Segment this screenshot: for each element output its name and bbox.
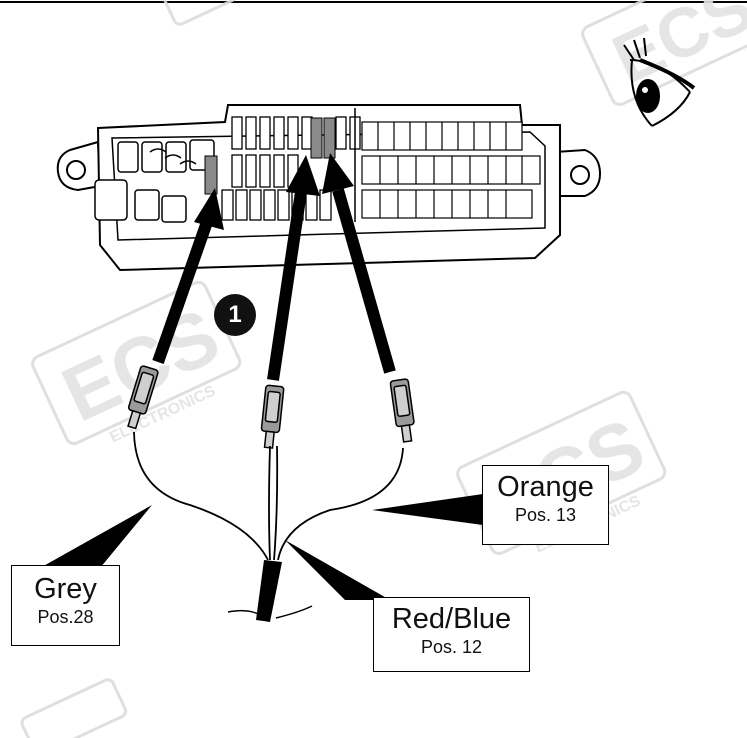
harness-sheath: [256, 560, 282, 622]
connector-orange: [389, 378, 415, 443]
step-number-badge: 1: [214, 294, 256, 336]
wire-position-label: Pos. 13: [514, 505, 577, 525]
callout-pointer-orange: [372, 494, 483, 525]
arrow-head: [286, 155, 320, 196]
arrow-head: [194, 188, 224, 230]
insertion-arrows: [152, 153, 396, 381]
wire-position-label: Pos. 12: [420, 637, 483, 657]
connector-red-blue: [260, 384, 285, 449]
wire-color-label: Red/Blue: [391, 603, 512, 635]
wire-harness: [133, 431, 404, 561]
eye-icon: [623, 37, 696, 127]
callout-pointer-grey: [40, 505, 152, 568]
connector-grey: [127, 365, 159, 430]
wire-color-label: Orange: [497, 471, 594, 503]
pin-highlight-grey: [204, 155, 218, 195]
watermark-text: ECS: [601, 0, 747, 99]
pin-highlight-red-blue: [310, 117, 323, 159]
wire-color-label: Grey: [34, 573, 97, 605]
arrow-head: [322, 153, 354, 194]
wire-position-label: Pos.28: [37, 607, 94, 627]
pin-highlight-orange: [323, 117, 336, 159]
label-orange: Orange Pos. 13: [482, 465, 609, 545]
label-grey: Grey Pos.28: [11, 565, 120, 646]
harness-surface: [227, 609, 263, 617]
callout-pointer-red-blue: [285, 540, 390, 600]
label-red-blue: Red/Blue Pos. 12: [373, 597, 530, 672]
